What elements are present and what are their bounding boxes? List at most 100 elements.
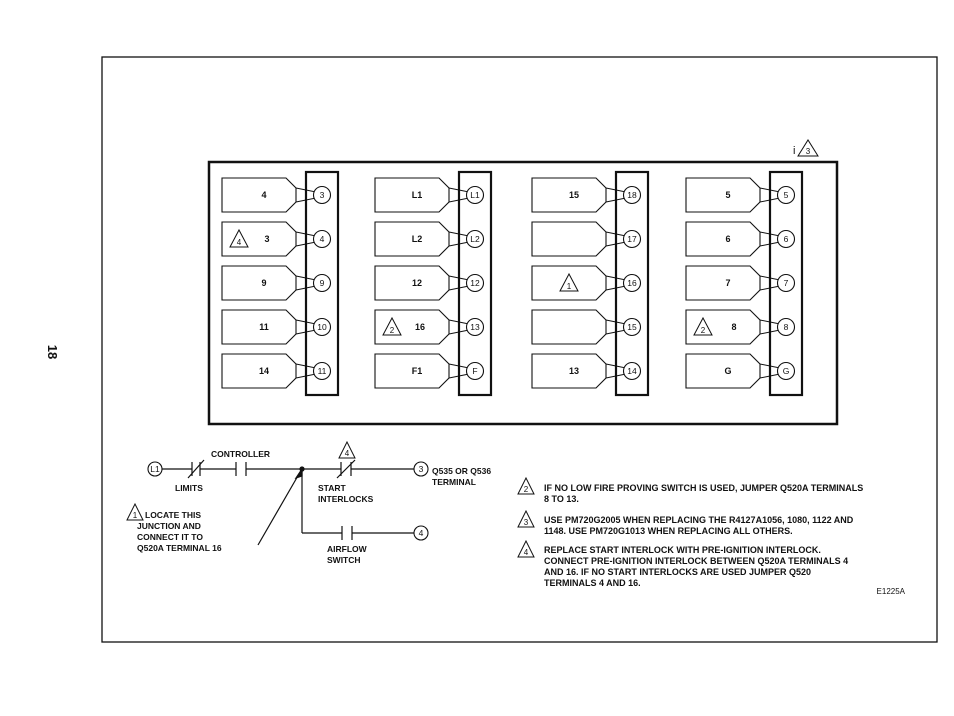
svg-text:12: 12 [470,278,480,288]
terminal-screw: 15 [622,317,642,337]
svg-text:4: 4 [320,234,325,244]
wire-label-text: 5 [725,190,730,200]
terminal-row: 15 [531,309,642,345]
wire-label-tag [374,309,450,345]
subbase-panel [207,160,839,426]
start-label: START [318,483,347,493]
terminal-screw: 14 [622,361,642,381]
note-2-line-2: 8 TO 13. [544,494,579,504]
junction-note-4: Q520A TERMINAL 16 [137,543,222,553]
wire-label-text: 15 [569,190,579,200]
terminal-row: 4 3 4 [221,221,332,257]
note-4-line-2: CONNECT PRE-IGNITION INTERLOCK BETWEEN Q… [544,556,848,566]
wire-label-tag [685,353,761,389]
junction-note-2: JUNCTION AND [137,521,201,531]
wire-label-text: 3 [264,234,269,244]
svg-text:L1: L1 [470,190,480,200]
svg-text:5: 5 [784,190,789,200]
wire-label-tag [531,221,607,257]
terminal-screw: 5 [776,185,796,205]
svg-text:15: 15 [627,322,637,332]
terminal-screw: F [465,361,485,381]
terminal-row: 17 [531,221,642,257]
terminal-screw: 3 [312,185,332,205]
wire-label-tag [221,177,297,213]
circuit [162,459,414,546]
junction-flag-1: 1 [126,502,144,521]
start-flag-4: 4 [338,440,356,459]
terminal-screw: L1 [465,185,485,205]
wire-label-tag [531,309,607,345]
svg-text:3: 3 [320,190,325,200]
terminal-screw: 16 [622,273,642,293]
controller-label: CONTROLLER [211,449,270,459]
terminal-row: 1 16 [531,265,642,301]
figure-code: E1225A [877,587,906,596]
terminal-l1: L1 [147,461,163,477]
wire-label-text: 9 [261,278,266,288]
wire-label-text: 8 [731,322,736,332]
wire-label-text: 4 [261,190,266,200]
terminal-4: 4 [413,525,429,541]
wire-label-text: L2 [412,234,423,244]
note-4-line-1: REPLACE START INTERLOCK WITH PRE-IGNITIO… [544,545,821,555]
terminal-bar [457,170,493,397]
junction-note-3: CONNECT IT TO [137,532,203,542]
wire-label-tag [685,309,761,345]
svg-text:4: 4 [524,548,529,557]
svg-text:L2: L2 [470,234,480,244]
note-2-line-1: IF NO LOW FIRE PROVING SWITCH IS USED, J… [544,483,863,493]
svg-text:1: 1 [567,282,572,291]
terminal-bar [768,170,804,397]
svg-text:4: 4 [237,238,242,247]
terminal-row: 14 11 [221,353,332,389]
terminal-screw: 10 [312,317,332,337]
svg-text:3: 3 [419,464,424,474]
wire-label-text: G [724,366,731,376]
page-number: 18 [45,345,60,359]
outer-frame [101,56,938,643]
terminal-bar [304,170,340,397]
svg-text:16: 16 [627,278,637,288]
svg-text:3: 3 [524,518,529,527]
interlocks-label: INTERLOCKS [318,494,374,504]
svg-text:18: 18 [627,190,637,200]
svg-text:7: 7 [784,278,789,288]
limits-label: LIMITS [175,483,203,493]
svg-text:13: 13 [470,322,480,332]
terminal-screw: 17 [622,229,642,249]
note-3-line-2: 1148. USE PM720G1013 WHEN REPLACING ALL … [544,526,793,536]
wire-label-text: 6 [725,234,730,244]
note-2: 2 IF NO LOW FIRE PROVING SWITCH IS USED,… [517,476,863,504]
note-4: 4 REPLACE START INTERLOCK WITH PRE-IGNIT… [517,539,848,588]
terminal-screw: L2 [465,229,485,249]
junction-dot [299,466,305,472]
wire-label-text: F1 [412,366,423,376]
terminal-3: 3 [413,461,429,477]
terminal-bar [614,170,650,397]
wire-label-text: 14 [259,366,269,376]
wire-label-text: L1 [412,190,423,200]
terminal-3-label-1: Q535 OR Q536 [432,466,491,476]
svg-text:9: 9 [320,278,325,288]
svg-text:2: 2 [701,326,706,335]
svg-text:4: 4 [345,449,350,458]
wire-label-tag [221,221,297,257]
terminal-screw: 9 [312,273,332,293]
svg-text:11: 11 [318,366,327,376]
flag-triangle-2-icon: 2 [693,316,713,336]
airflow-label: AIRFLOW [327,544,368,554]
wire-label-text: 7 [725,278,730,288]
svg-text:14: 14 [627,366,637,376]
wire-label-text: 16 [415,322,425,332]
